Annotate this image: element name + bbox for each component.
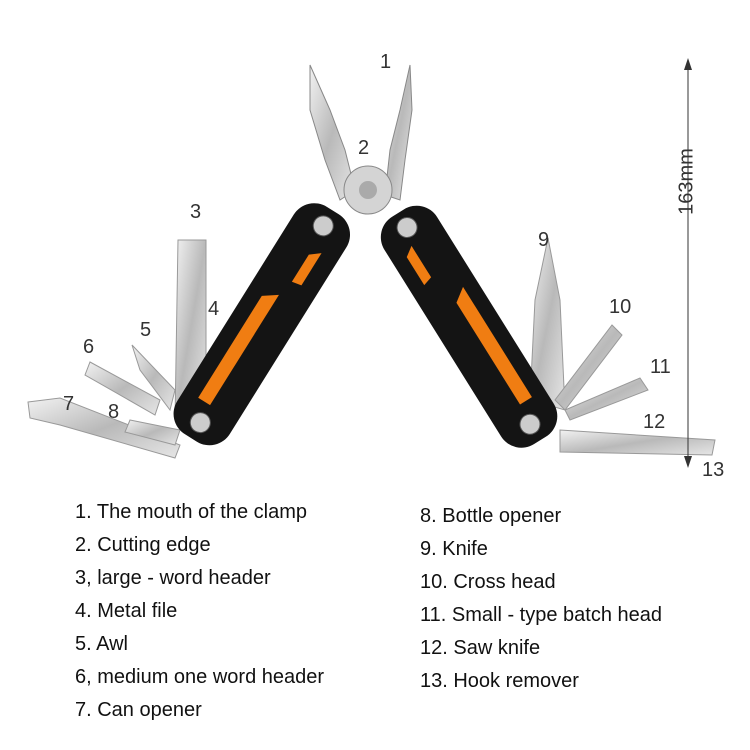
callout-7: 7	[63, 393, 75, 415]
saw-knife	[559, 429, 716, 456]
legend-item: 10. Cross head	[420, 571, 556, 593]
legend-right-column: 8. Bottle opener 9. Knife 10. Cross head…	[420, 500, 662, 698]
legend-item: 9. Knife	[420, 538, 488, 560]
arrow-down-icon	[684, 456, 692, 468]
callout-12: 12	[643, 411, 666, 433]
legend-item: 13. Hook remover	[420, 670, 579, 692]
callout-11: 11	[650, 356, 671, 378]
callout-13: 13	[702, 459, 725, 481]
legend-item: 7. Can opener	[75, 699, 202, 721]
callout-8: 8	[108, 401, 120, 423]
legend-item: 4. Metal file	[75, 600, 178, 622]
callout-10: 10	[609, 296, 632, 318]
legend-item: 5. Awl	[75, 633, 128, 655]
legend-item: 12. Saw knife	[420, 637, 541, 659]
bottle-opener	[124, 419, 181, 446]
callout-2: 2	[358, 137, 370, 159]
legend-item: 1. The mouth of the clamp	[75, 501, 307, 523]
medium-screwdriver	[84, 361, 161, 416]
arrow-up-icon	[684, 58, 692, 70]
plier-jaws	[309, 64, 413, 215]
right-tools	[529, 237, 716, 456]
legend-item: 11. Small - type batch head	[420, 604, 662, 626]
can-opener	[27, 397, 181, 459]
small-batch-head	[564, 377, 649, 421]
legend-item: 3, large - word header	[75, 567, 271, 589]
callout-1: 1	[380, 51, 392, 73]
callout-4: 4	[208, 298, 220, 320]
callout-3: 3	[190, 201, 202, 223]
right-handle	[380, 205, 558, 448]
callout-5: 5	[140, 319, 152, 341]
callout-6: 6	[83, 336, 95, 358]
legend-item: 2. Cutting edge	[75, 534, 211, 556]
dimension-line	[684, 58, 692, 468]
legend-left-column: 1. The mouth of the clamp 2. Cutting edg…	[75, 496, 324, 727]
legend-item: 6, medium one word header	[75, 666, 325, 688]
height-dimension-label: 163mm	[675, 148, 698, 215]
legend-item: 8. Bottle opener	[420, 505, 562, 527]
awl	[131, 344, 176, 412]
callout-9: 9	[538, 229, 550, 251]
left-handle	[173, 203, 351, 446]
